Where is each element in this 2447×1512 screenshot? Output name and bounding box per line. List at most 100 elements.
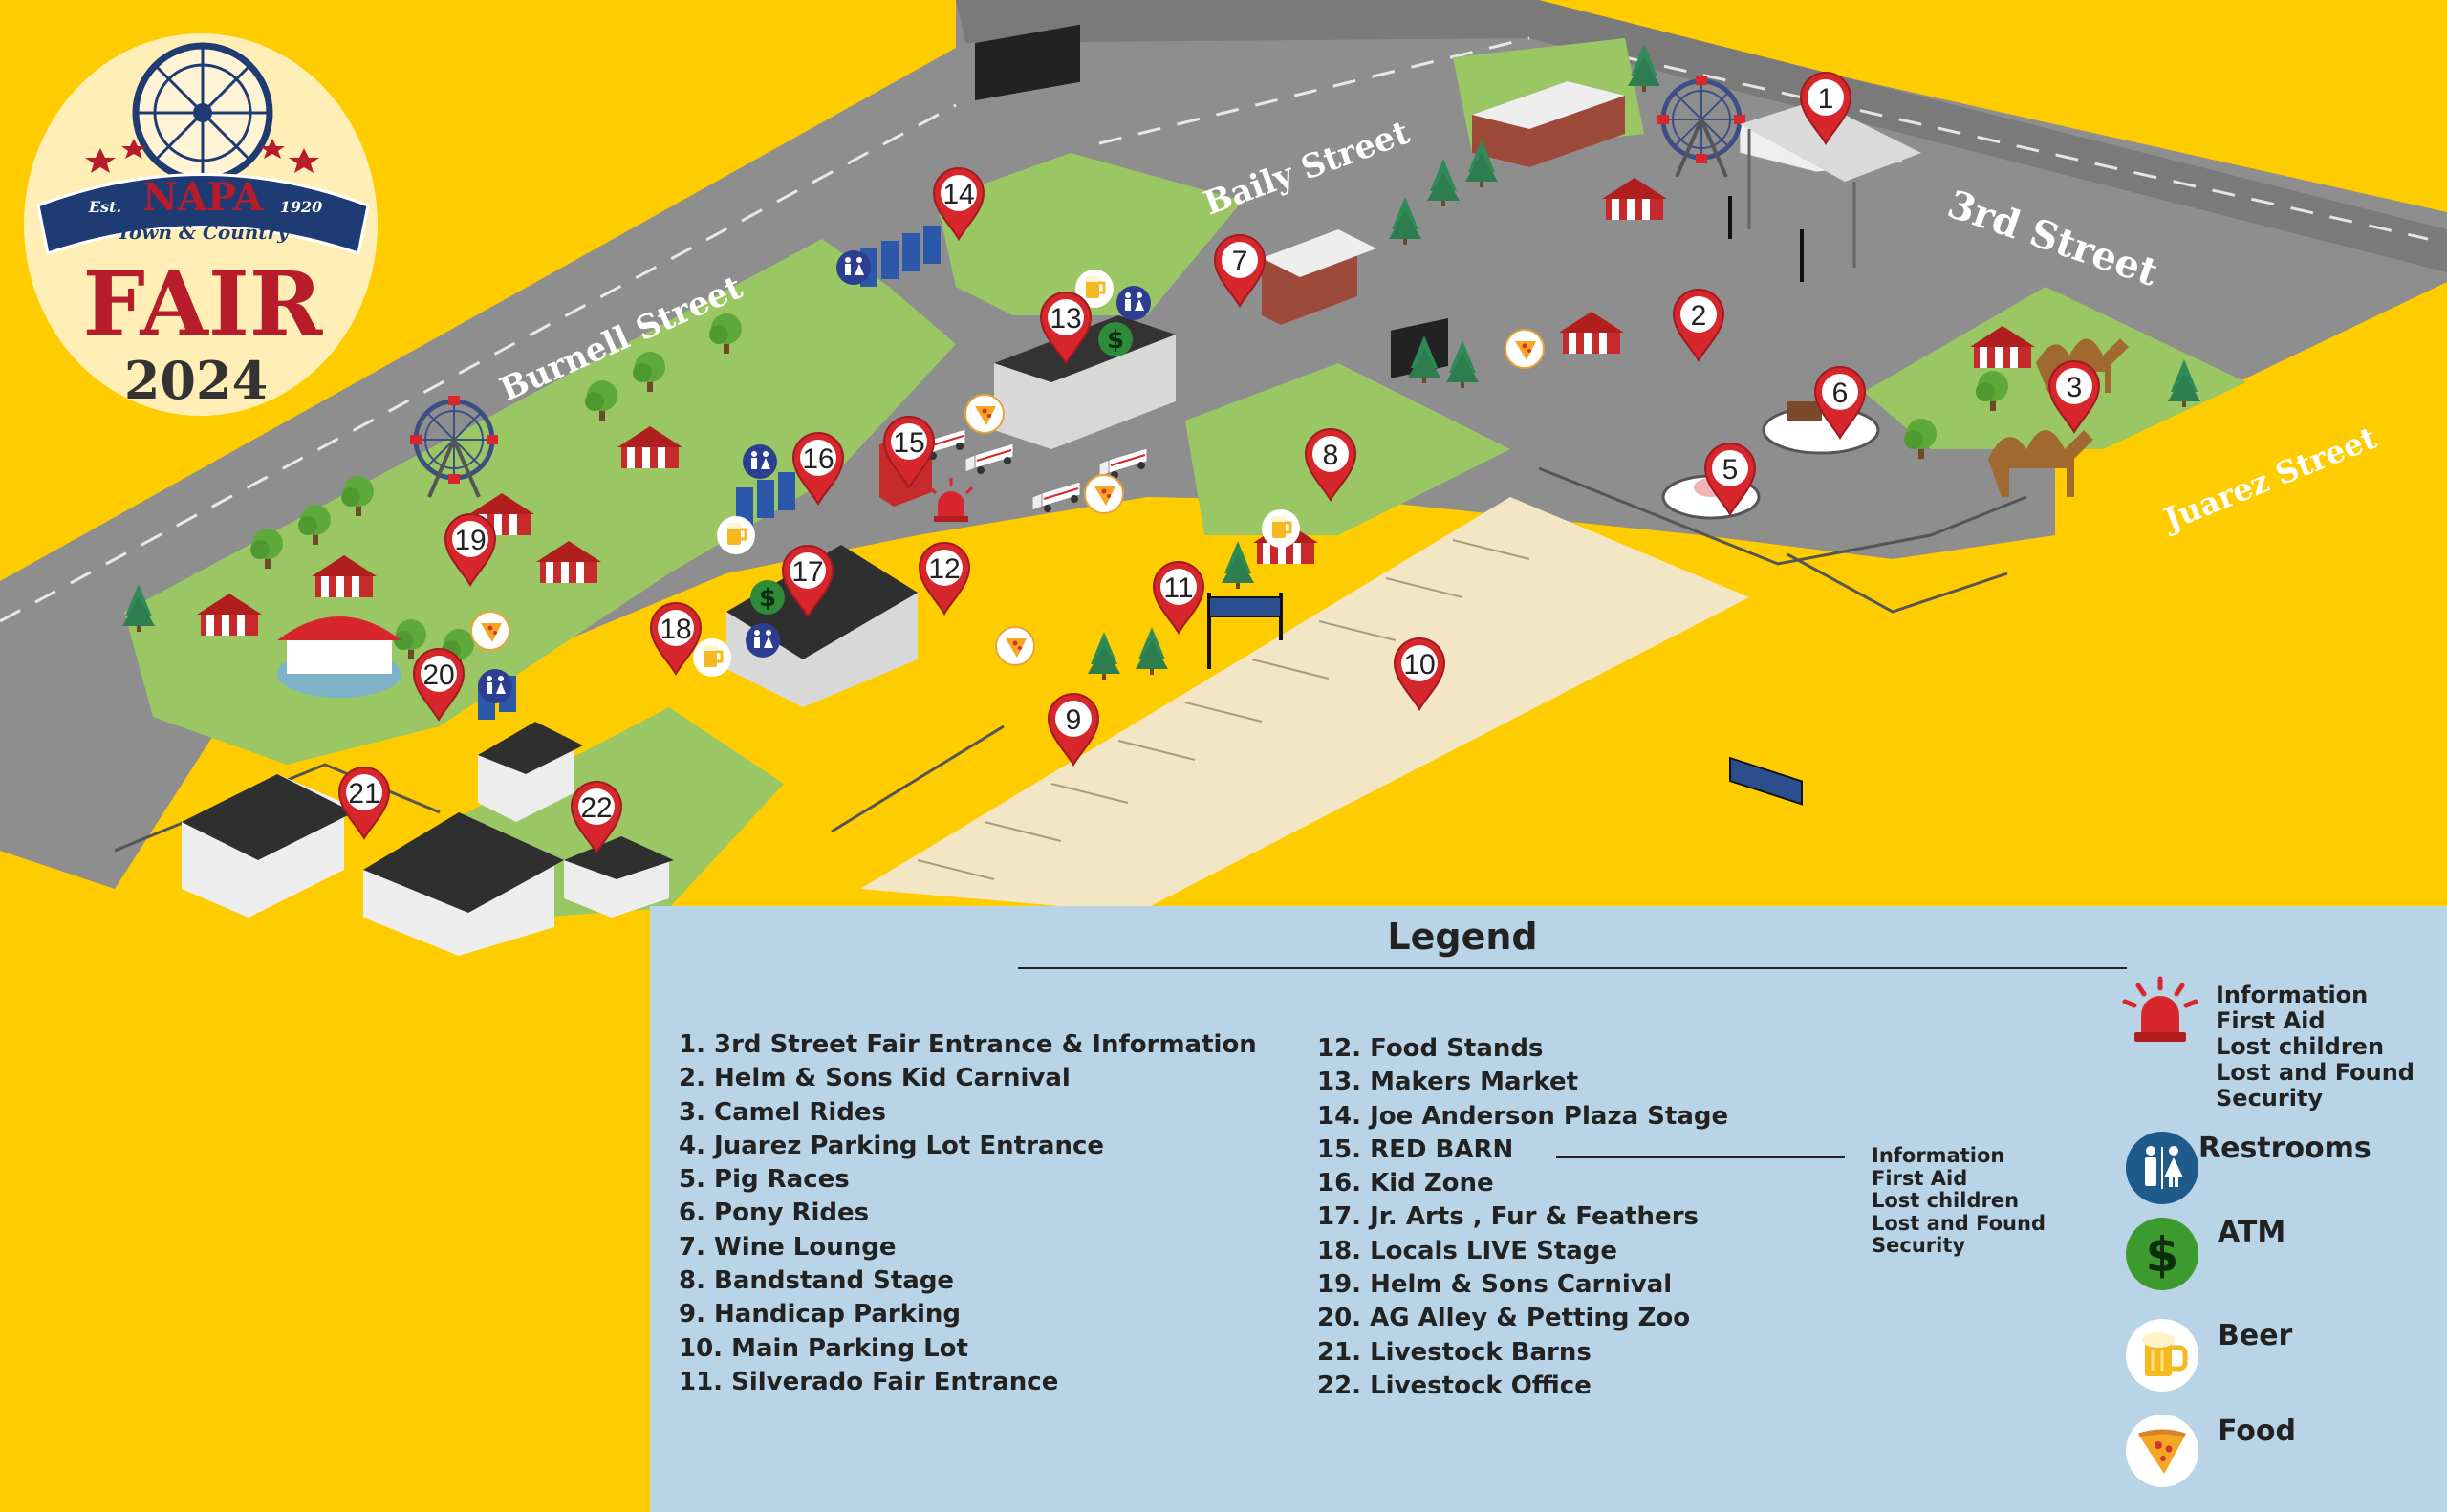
legend-symbol-label: ATM	[2218, 1216, 2286, 1249]
main-parking-lot	[860, 497, 1749, 913]
pizza-icon	[964, 394, 1005, 434]
ferris-wheel-icon	[132, 42, 273, 184]
legend-item: 18. Locals LIVE Stage	[1317, 1236, 1618, 1265]
svg-text:5: 5	[1722, 454, 1739, 486]
map-pin[interactable]: 17	[782, 545, 834, 617]
atm-icon: $	[2126, 1218, 2198, 1290]
svg-text:$: $	[2146, 1227, 2179, 1283]
entrance-pavilion	[1740, 100, 1921, 268]
svg-text:21: 21	[348, 778, 379, 810]
red-barn-connector	[1556, 1156, 1845, 1158]
legend-symbol-atm: $ ATM	[2122, 1214, 2447, 1300]
siren-icon	[2122, 976, 2198, 1042]
logo-brand: NAPA	[142, 175, 264, 220]
atm-icon	[750, 580, 785, 615]
legend-divider	[1018, 967, 2127, 969]
legend-item: 16. Kid Zone	[1317, 1169, 1494, 1199]
service-item: Security	[1872, 1234, 1966, 1257]
pizza-icon	[1505, 329, 1545, 369]
legend-symbol-label: Food	[2218, 1415, 2296, 1448]
legend-panel: Legend 1. 3rd Street Fair Entrance & Inf…	[650, 906, 2447, 1512]
svg-text:7: 7	[1232, 246, 1248, 277]
map-pin[interactable]: 3	[2048, 360, 2100, 433]
legend-item: 11. Silverado Fair Entrance	[679, 1367, 1059, 1396]
fair-logo: NAPA Est. 1920 Town & Country FAIR 2024	[24, 33, 378, 416]
legend-item: 10. Main Parking Lot	[679, 1333, 968, 1363]
location-pins: 1 2 3 5 6 7 8 9 10 11 12 13 14 15 16 17 …	[338, 72, 2100, 853]
map-pin[interactable]: 20	[413, 648, 465, 721]
svg-text:20: 20	[422, 659, 454, 691]
restroom-icon	[2126, 1132, 2198, 1204]
information-services: Information First Aid Lost children Lost…	[2216, 983, 2415, 1112]
map-pin[interactable]: 7	[1214, 234, 1266, 307]
logo-year: 2024	[124, 350, 268, 411]
legend-symbol-food: Food	[2122, 1411, 2447, 1497]
map-pin[interactable]: 8	[1305, 428, 1356, 501]
svg-text:16: 16	[802, 443, 834, 475]
map-pin[interactable]: 16	[792, 432, 844, 505]
map-pin[interactable]: 19	[444, 513, 496, 586]
map-pin[interactable]: 1	[1800, 72, 1851, 144]
legend-item: 9. Handicap Parking	[679, 1300, 962, 1329]
svg-text:15: 15	[893, 427, 924, 459]
siren-icon	[928, 478, 974, 522]
beer-icon	[2126, 1319, 2198, 1392]
legend-item: 15. RED BARN	[1317, 1134, 1514, 1164]
legend-item: 22. Livestock Office	[1317, 1371, 1592, 1400]
atm-icon	[1098, 322, 1133, 356]
map-pin[interactable]: 9	[1048, 693, 1099, 766]
restroom-icon	[478, 669, 512, 703]
legend-locations-col2: 12. Food Stands 13. Makers Market 14. Jo…	[1317, 1032, 1728, 1403]
map-pin[interactable]: 10	[1394, 637, 1445, 710]
map-pin[interactable]: 11	[1153, 561, 1204, 634]
svg-text:6: 6	[1832, 378, 1849, 409]
map-pin[interactable]: 22	[571, 781, 622, 853]
map-pin[interactable]: 15	[883, 416, 935, 488]
map-pin[interactable]: 18	[650, 602, 702, 675]
service-item: Lost and Found	[2216, 1059, 2415, 1086]
map-service-icons	[470, 250, 1545, 703]
legend-item: 14. Joe Anderson Plaza Stage	[1317, 1101, 1729, 1131]
logo-est: Est.	[88, 198, 121, 216]
beer-icon	[691, 637, 733, 679]
legend-symbol-beer: Beer	[2122, 1315, 2447, 1401]
legend-symbol-restrooms: Restrooms	[2122, 1128, 2447, 1214]
restroom-icon	[743, 444, 777, 479]
legend-symbol-information	[2117, 973, 2442, 1059]
svg-text:12: 12	[928, 553, 960, 585]
red-barn-services: Information First Aid Lost children Lost…	[1872, 1144, 2046, 1258]
map-pin[interactable]: 12	[919, 542, 970, 615]
map-pin[interactable]: 14	[933, 167, 985, 240]
svg-text:14: 14	[942, 179, 974, 210]
svg-text:22: 22	[580, 792, 612, 824]
legend-item: 13. Makers Market	[1317, 1068, 1578, 1097]
legend-item: 7. Wine Lounge	[679, 1232, 897, 1262]
map-pin[interactable]: 13	[1040, 292, 1092, 364]
legend-item: 3. Camel Rides	[679, 1097, 886, 1127]
legend-item: 21. Livestock Barns	[1317, 1337, 1592, 1367]
logo-event: FAIR	[83, 252, 323, 356]
pizza-icon	[1084, 474, 1124, 514]
map-pin[interactable]: 6	[1814, 366, 1866, 439]
legend-item: 5. Pig Races	[679, 1165, 850, 1195]
map-pin[interactable]: 5	[1704, 443, 1756, 515]
service-item: Information	[2216, 982, 2369, 1008]
legend-symbol-label: Restrooms	[2198, 1132, 2371, 1165]
legend-item: 19. Helm & Sons Carnival	[1317, 1270, 1673, 1300]
legend-locations-col1: 1. 3rd Street Fair Entrance & Informatio…	[679, 1028, 1257, 1399]
map-pin[interactable]: 2	[1673, 289, 1724, 361]
svg-text:2: 2	[1691, 300, 1707, 332]
svg-text:13: 13	[1050, 303, 1081, 335]
entrance-gates	[1207, 196, 1804, 806]
restroom-icon	[836, 250, 871, 285]
service-item: Lost children	[2216, 1033, 2385, 1060]
service-item: First Aid	[2216, 1007, 2326, 1034]
beer-icon	[715, 514, 757, 556]
map-pin[interactable]: 21	[338, 767, 390, 839]
carousel	[277, 616, 401, 698]
service-item: Lost and Found	[1872, 1211, 2046, 1235]
legend-item: 12. Food Stands	[1317, 1034, 1544, 1063]
pizza-icon	[995, 626, 1035, 666]
svg-text:3: 3	[2067, 372, 2083, 403]
